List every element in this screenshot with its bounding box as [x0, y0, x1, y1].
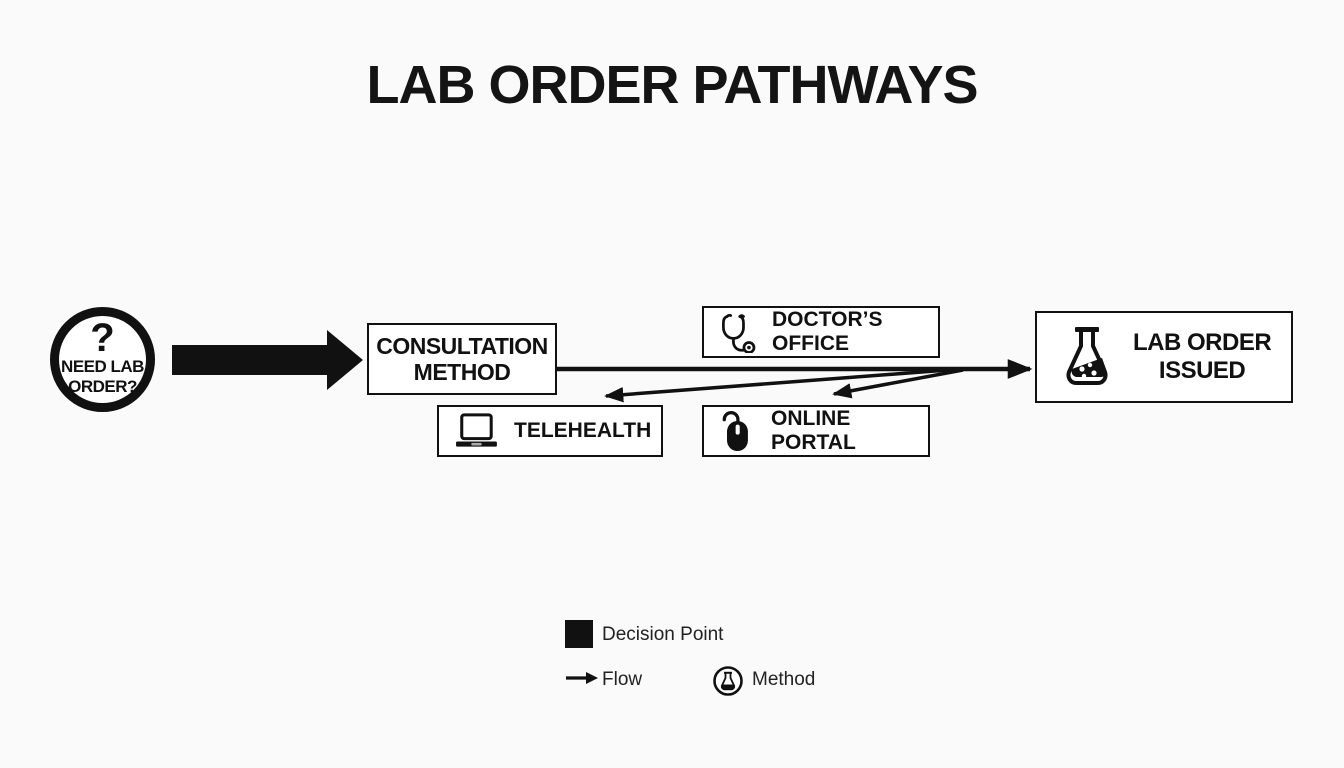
- node-consultation-method: CONSULTATION METHOD: [367, 323, 557, 395]
- flask-icon: [1066, 327, 1108, 385]
- legend-flow-label: Flow: [602, 669, 643, 690]
- online-portal-label: ONLINE PORTAL: [771, 407, 856, 454]
- decision-label: NEED LAB ORDER?: [61, 357, 144, 396]
- laptop-icon: [456, 413, 497, 447]
- node-doctors-office: DOCTOR’S OFFICE: [702, 306, 940, 358]
- legend-decision-point-label: Decision Point: [602, 624, 724, 645]
- consultation-method-label: CONSULTATION METHOD: [376, 332, 548, 385]
- mouse-icon: [722, 410, 748, 451]
- circled-flask-icon: [713, 666, 743, 696]
- node-lab-order-issued: LAB ORDER ISSUED: [1035, 311, 1293, 403]
- decision-node-need-lab-order: ? NEED LAB ORDER?: [50, 307, 155, 412]
- entry-arrow-icon: [172, 330, 363, 390]
- doctors-office-label: DOCTOR’S OFFICE: [772, 308, 883, 355]
- flow-line-to-telehealth: [604, 368, 949, 403]
- stethoscope-icon: [722, 313, 756, 353]
- node-telehealth: TELEHEALTH: [437, 405, 663, 457]
- page-title: LAB ORDER PATHWAYS: [366, 55, 978, 115]
- legend-method-label: Method: [752, 669, 816, 690]
- telehealth-label: TELEHEALTH: [514, 419, 652, 442]
- flow-line-to-online-portal: [832, 368, 964, 399]
- right-arrow-icon: [566, 672, 598, 684]
- node-online-portal: ONLINE PORTAL: [702, 405, 930, 457]
- legend-decision-point-swatch filled-square-icon: [565, 620, 593, 648]
- lab-order-issued-label: LAB ORDER ISSUED: [1133, 329, 1272, 384]
- question-mark: ?: [90, 316, 115, 361]
